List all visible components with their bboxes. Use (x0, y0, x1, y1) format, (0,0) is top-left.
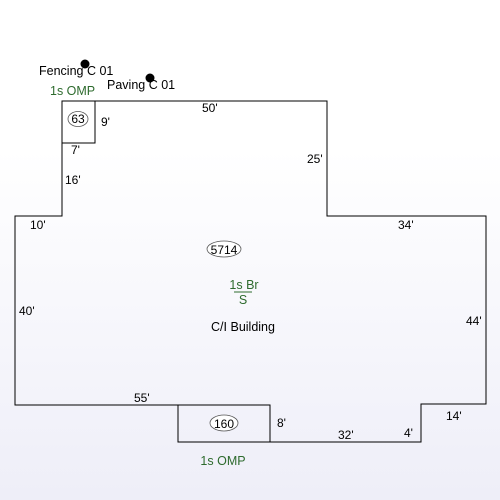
dimension-top: 50' (202, 101, 218, 115)
dimension-bottom-box-side: 8' (277, 416, 286, 430)
dimension-bottom: 32' (338, 428, 354, 442)
main-section-description: C/I Building (211, 320, 275, 334)
dimension-bottom-notch: 4' (404, 426, 413, 440)
fencing-label: Fencing C 01 (39, 64, 113, 78)
bottom-section-area: 160 (214, 417, 234, 431)
main-section-area: 5714 (211, 243, 238, 257)
main-section-code: 1s Br (229, 278, 258, 292)
dimension-right-upper: 25' (307, 152, 323, 166)
bottom-section-area-ellipse (209, 414, 239, 432)
main-section-area-ellipse (206, 240, 242, 258)
bottom-section-code: 1s OMP (200, 454, 245, 468)
main-section-code-sub: S (239, 293, 247, 307)
dimension-left-step: 10' (30, 218, 46, 232)
small-section-height: 9' (101, 115, 110, 129)
main-building-outline (14, 100, 487, 443)
small-section-outline (62, 100, 96, 144)
dimension-bottom-left: 55' (134, 391, 150, 405)
dimension-right-step: 34' (398, 218, 414, 232)
bottom-section-outline (177, 404, 271, 443)
dimension-bottom-right-step: 14' (446, 409, 462, 423)
small-section-area-ellipse (67, 111, 89, 127)
paving-label: Paving C 01 (107, 78, 175, 92)
small-section-area: 63 (71, 112, 85, 126)
dimension-left-side: 40' (19, 304, 35, 318)
dimension-right-side: 44' (466, 314, 482, 328)
dimension-left-upper: 16' (65, 173, 81, 187)
paving-marker-icon (145, 73, 155, 83)
fencing-marker-icon (80, 59, 90, 69)
small-section-code: 1s OMP (50, 84, 95, 98)
small-section-width: 7' (71, 143, 80, 157)
